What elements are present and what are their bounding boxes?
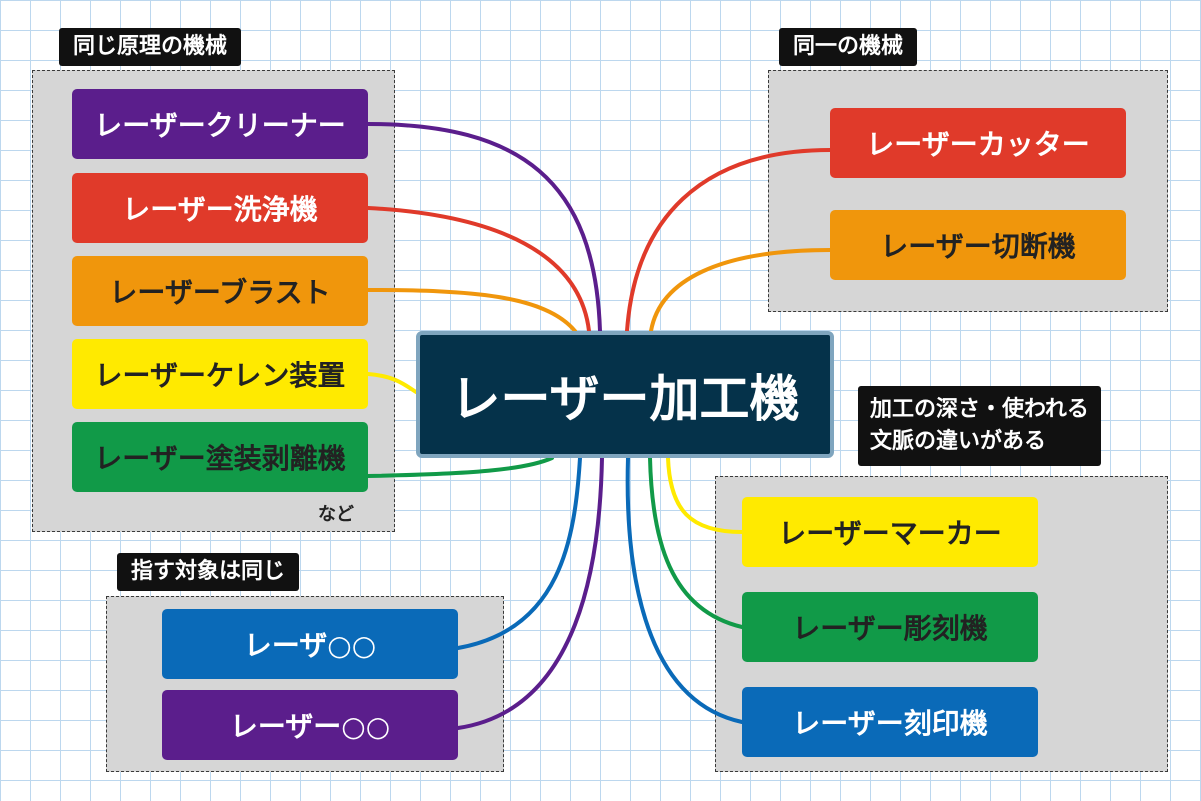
connector-laser-oo-long xyxy=(456,456,604,730)
connector-laser-paint-stripper xyxy=(366,456,554,478)
connector-laser-cleaner xyxy=(366,122,602,333)
node-laser-stamper[interactable]: レーザー刻印機 xyxy=(742,687,1038,757)
node-laser-paint-stripper[interactable]: レーザー塗装剥離機 xyxy=(72,422,368,492)
node-laser-keren[interactable]: レーザーケレン装置 xyxy=(72,339,368,409)
node-laser-blast[interactable]: レーザーブラスト xyxy=(72,256,368,326)
node-laser-oo-long[interactable]: レーザー○○ xyxy=(162,690,458,760)
node-laser-cutting-machine[interactable]: レーザー切断機 xyxy=(830,210,1126,280)
node-laser-washer[interactable]: レーザー洗浄機 xyxy=(72,173,368,243)
connector-laser-blast xyxy=(366,288,577,333)
connector-laser-marker xyxy=(666,456,744,534)
connector-laser-engraver xyxy=(648,456,744,629)
connector-laser-cutting-machine xyxy=(649,248,832,333)
group-title-same-principle: 同じ原理の機械 xyxy=(59,28,242,66)
node-laser-cleaner[interactable]: レーザークリーナー xyxy=(72,89,368,159)
connector-laser-stamper xyxy=(625,456,744,724)
connector-laser-keren xyxy=(366,372,418,394)
node-laser-engraver[interactable]: レーザー彫刻機 xyxy=(742,592,1038,662)
node-laser-oo-short[interactable]: レーザ○○ xyxy=(162,609,458,679)
connector-laser-oo-short xyxy=(456,456,582,650)
group-title-context-difference: 加工の深さ・使われる 文脈の違いがある xyxy=(858,386,1101,466)
connector-laser-washer xyxy=(366,206,591,333)
etc-note: など xyxy=(318,504,354,525)
connector-laser-cutter xyxy=(625,148,832,333)
group-title-same-target: 指す対象は同じ xyxy=(117,553,300,591)
center-node-laser-processing-machine[interactable]: レーザー加工機 xyxy=(416,331,834,458)
node-laser-marker[interactable]: レーザーマーカー xyxy=(742,497,1038,567)
group-title-same-machine: 同一の機械 xyxy=(779,28,918,66)
node-laser-cutter[interactable]: レーザーカッター xyxy=(830,108,1126,178)
